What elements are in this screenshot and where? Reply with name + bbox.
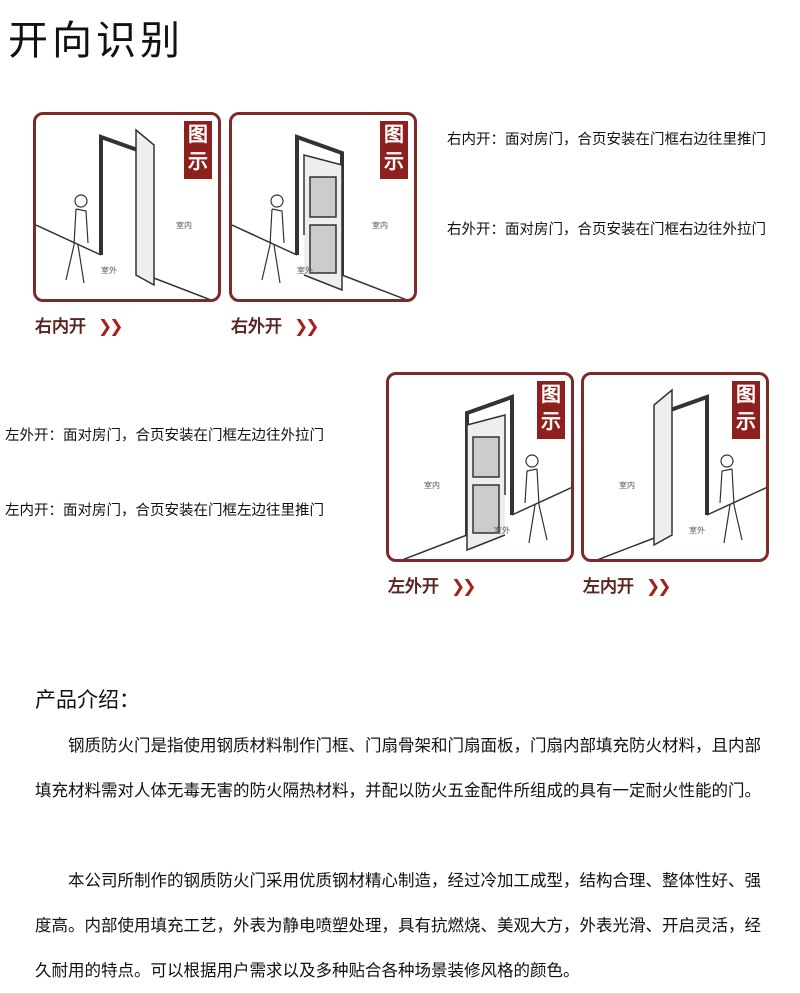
diagram-right-out: 图示 室内 室外 xyxy=(229,112,417,302)
person-figure xyxy=(524,454,548,544)
room-out-label: 室外 xyxy=(494,526,510,535)
page-title: 开向识别 xyxy=(8,18,184,64)
badge-icon: 图示 xyxy=(537,381,565,439)
label-left-out: 左外开❯❯ xyxy=(388,577,476,597)
desc-right-in: 右内开：面对房门，合页安装在门框右边往里推门 xyxy=(447,132,766,148)
badge-icon: 图示 xyxy=(380,121,408,179)
double-chevron-icon: ❯❯ xyxy=(451,577,476,597)
room-in-label: 室内 xyxy=(372,221,388,230)
intro-paragraph-2: 本公司所制作的钢质防火门采用优质钢材精心制造，经过冷加工成型，结构合理、整体性好… xyxy=(35,871,761,980)
label-right-in: 右内开❯❯ xyxy=(35,317,123,337)
room-out-label: 室外 xyxy=(297,266,313,275)
label-right-out: 右外开❯❯ xyxy=(231,317,319,337)
door-leaf xyxy=(135,128,155,287)
badge-icon: 图示 xyxy=(184,121,212,179)
person-figure xyxy=(719,454,743,544)
desc-left-out: 左外开：面对房门，合页安装在门框左边往外拉门 xyxy=(5,428,324,444)
double-chevron-icon: ❯❯ xyxy=(294,317,319,337)
badge-icon: 图示 xyxy=(732,381,760,439)
intro-heading: 产品介绍： xyxy=(35,688,140,712)
person-figure xyxy=(65,194,89,284)
intro-paragraph-1: 钢质防火门是指使用钢质材料制作门框、门扇骨架和门扇面板，门扇内部填充防火材料，且… xyxy=(35,736,761,800)
person-figure xyxy=(261,194,285,284)
wall-line xyxy=(36,224,102,256)
double-chevron-icon: ❯❯ xyxy=(98,317,123,337)
room-out-label: 室外 xyxy=(689,526,705,535)
double-chevron-icon: ❯❯ xyxy=(646,577,671,597)
diagram-left-out: 图示 室内 室外 xyxy=(386,372,574,562)
desc-right-out: 右外开：面对房门，合页安装在门框右边往外拉门 xyxy=(447,222,766,238)
door-leaf xyxy=(653,388,673,547)
diagram-left-in: 图示 室内 室外 xyxy=(581,372,769,562)
wall-line xyxy=(511,484,571,516)
diagram-right-in: 图示 室内 室外 xyxy=(33,112,221,302)
desc-left-in: 左内开：面对房门，合页安装在门框左边往里推门 xyxy=(5,503,324,519)
wall-line xyxy=(232,224,298,256)
room-in-label: 室内 xyxy=(424,481,440,490)
wall-line xyxy=(706,484,766,516)
room-out-label: 室外 xyxy=(101,266,117,275)
label-left-in: 左内开❯❯ xyxy=(583,577,671,597)
room-in-label: 室内 xyxy=(619,481,635,490)
room-in-label: 室内 xyxy=(176,221,192,230)
